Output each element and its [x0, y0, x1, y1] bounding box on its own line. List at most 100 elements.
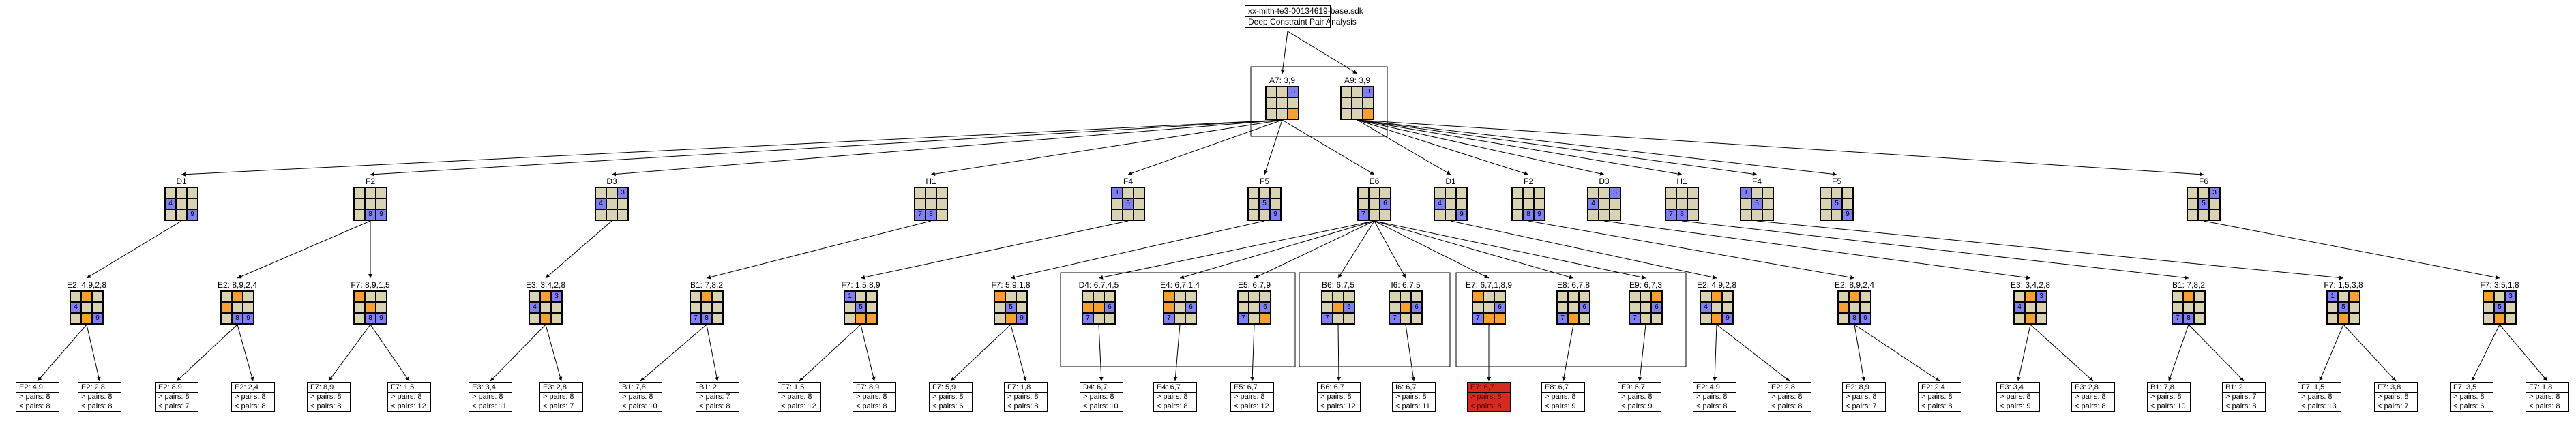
leaf-pairs-gt: > pairs: 8: [1919, 393, 1961, 402]
grid-cell: [844, 313, 855, 324]
leaf-label: F7: 3,5: [2451, 383, 2493, 393]
grid-cell: 8: [365, 209, 376, 220]
level3-node-label: B6: 6,7,5: [1321, 280, 1355, 290]
edge-line: [237, 324, 254, 382]
grid-cell: [354, 313, 365, 324]
grid-cell: 3: [551, 291, 562, 302]
edge-line: [545, 220, 612, 279]
grid-cell: 4: [1700, 302, 1711, 313]
leaf-pairs-gt: > pairs: 8: [16, 393, 59, 402]
leaf-node: F7: 1,5> pairs: 8< pairs: 12: [387, 382, 431, 412]
edge-line: [490, 324, 546, 382]
grid-cell: [1104, 291, 1115, 302]
grid-cell: 3: [617, 187, 628, 198]
leaf-label: E2: 8,9: [1843, 383, 1885, 393]
grid-cell: [1238, 302, 1249, 313]
level2-node-label: F2: [365, 177, 375, 186]
leaf-pairs-gt: > pairs: 8: [308, 393, 350, 402]
leaf-pairs-gt: > pairs: 8: [1154, 393, 1196, 402]
grid-cell: [1082, 291, 1093, 302]
leaf-node: E2: 8,9> pairs: 8< pairs: 7: [155, 382, 198, 412]
leaf-label: E5: 6,7: [1231, 383, 1273, 393]
grid-cell: [1472, 302, 1483, 313]
edge-line: [1681, 220, 2189, 280]
level3-node-label: D4: 6,7,4,5: [1078, 280, 1119, 290]
grid-cell: 3: [1610, 187, 1620, 198]
leaf-label: E2: 8,9: [156, 383, 198, 393]
grid-cell: [915, 187, 926, 198]
grid-cell: [1112, 209, 1123, 220]
leaf-pairs-lt: < pairs: 7: [1846, 402, 1877, 410]
leaf-node: E4: 6,7> pairs: 8< pairs: 8: [1153, 382, 1197, 412]
leaf-pairs-gt: > pairs: 8: [2148, 393, 2190, 402]
grid-cell: [1640, 302, 1651, 313]
grid-cell: [2187, 209, 2198, 220]
grid-cell: [2187, 187, 2198, 198]
grid-cell: [1259, 187, 1270, 198]
leaf-label: E3: 3,4: [469, 383, 512, 393]
grid-cell: [1665, 198, 1676, 209]
leaf-pairs-lt: < pairs: 7: [543, 402, 574, 410]
grid-cell: [1445, 209, 1456, 220]
grid-cell: 5: [2338, 302, 2349, 313]
grid-cell: [866, 302, 877, 313]
leaf-node: E3: 2,8> pairs: 8< pairs: 7: [539, 382, 583, 412]
level3-node-label: E4: 6,7,1,4: [1159, 280, 1200, 290]
edge-line: [2319, 324, 2344, 382]
grid-cell: [1123, 209, 1134, 220]
level3-node-label: B1: 7,8,2: [690, 280, 724, 290]
grid-cell: [1380, 209, 1391, 220]
grid-cell: [1363, 108, 1374, 119]
grid-cell: [365, 302, 376, 313]
leaf-label: E4: 6,7: [1154, 383, 1196, 393]
leaf-pairs-lt: < pairs: 12: [1234, 402, 1269, 410]
level2-node-label: F5: [1831, 177, 1841, 186]
grid-cell: [1483, 291, 1494, 302]
grid-cell: [70, 313, 81, 324]
leaf-pairs-gt: > pairs: 8: [1005, 393, 1047, 402]
edge-line: [1374, 220, 1646, 280]
edge-line: [2203, 220, 2500, 280]
grid-cell: [1512, 209, 1523, 220]
grid-cell: [1640, 291, 1651, 302]
leaf-pairs-gt: > pairs: 8: [853, 393, 895, 402]
level2-node-label: F4: [1751, 177, 1762, 186]
grid-cell: 7: [1665, 209, 1676, 220]
leaf-node: B6: 6,7> pairs: 8< pairs: 12: [1317, 382, 1361, 412]
edge-line: [1010, 220, 1265, 280]
leaf-pairs-gt: > pairs: 8: [778, 393, 820, 402]
grid-cell: [936, 198, 947, 209]
edge-line: [1716, 324, 1790, 382]
grid-cell: [1711, 313, 1722, 324]
grid-cell: [1762, 198, 1773, 209]
level3-node-label: E3: 3,4,2,8: [525, 280, 566, 290]
grid-cell: [866, 313, 877, 324]
grid-cell: [844, 302, 855, 313]
grid-cell: 9: [1842, 209, 1853, 220]
leaf-node: E3: 2,8> pairs: 8< pairs: 8: [2071, 382, 2115, 412]
level2-node-label: D3: [1599, 177, 1610, 186]
grid-cell: [1665, 187, 1676, 198]
grid-cell: 4: [70, 302, 81, 313]
grid-cell: 4: [2014, 302, 2025, 313]
grid-cell: [1185, 313, 1196, 324]
grid-cell: [1579, 291, 1590, 302]
leaf-pairs-gt: > pairs: 8: [1318, 393, 1360, 402]
leaf-label: F7: 3,8: [2375, 383, 2417, 393]
grid-cell: [1174, 291, 1185, 302]
level3-node-label: F7: 5,9,1,8: [991, 280, 1031, 290]
grid-cell: [1333, 291, 1344, 302]
grid-cell: [1445, 198, 1456, 209]
level2-node-label: D1: [176, 177, 187, 186]
leaf-label: E7: 6,7: [1468, 383, 1510, 393]
leaf-label: B6: 6,7: [1318, 383, 1360, 393]
grid-cell: [994, 291, 1005, 302]
